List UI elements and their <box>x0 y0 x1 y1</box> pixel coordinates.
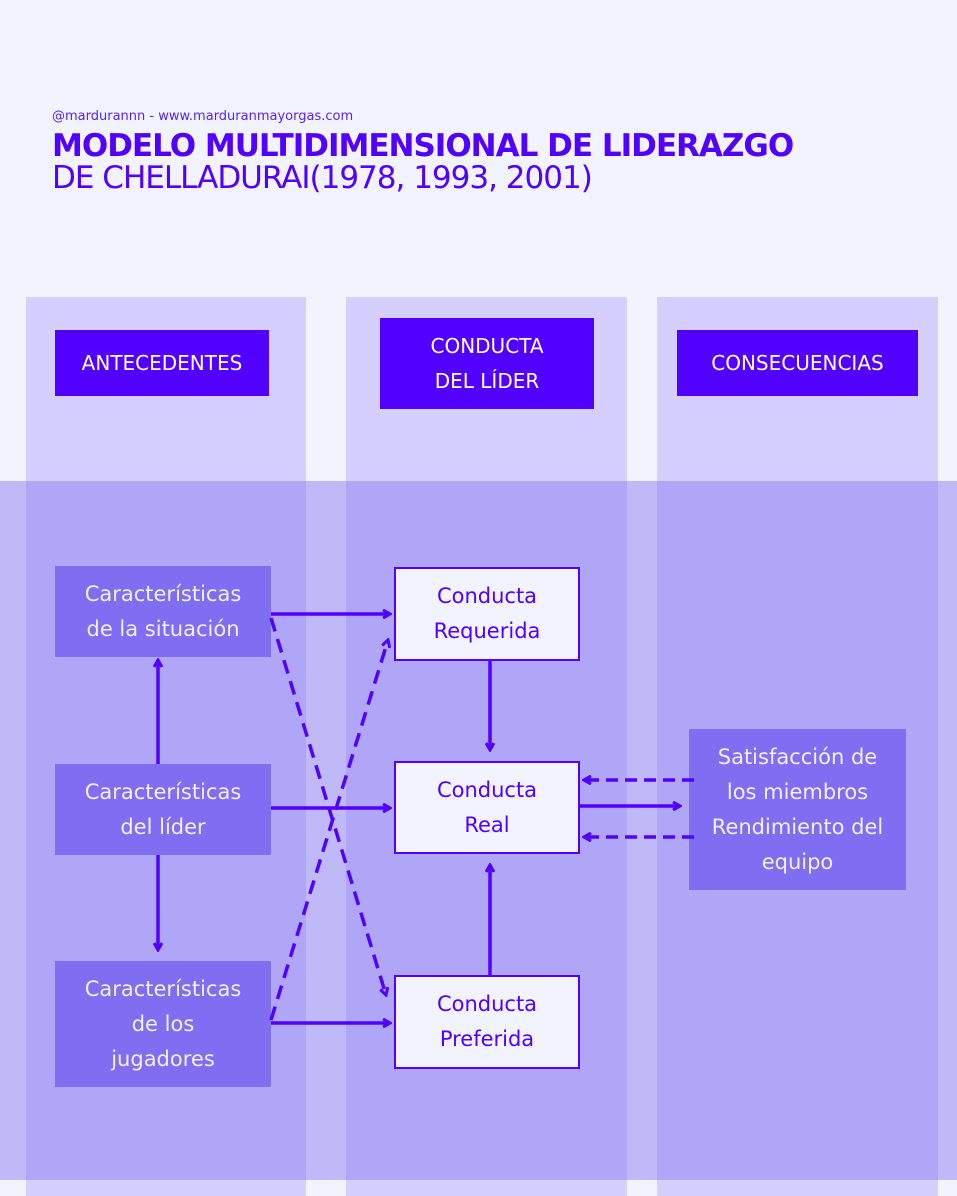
box-line: Satisfacción de <box>717 744 878 769</box>
header-consecuencias: CONSECUENCIAS <box>677 330 918 396</box>
box-line: Características <box>84 976 242 1001</box>
box-line: equipo <box>761 849 834 874</box>
box-situacion: Características de la situación <box>55 566 271 657</box>
header-line: CONDUCTA <box>430 333 544 358</box>
box-line: Real <box>464 812 510 837</box>
header-antecedentes: ANTECEDENTES <box>55 330 269 396</box>
box-line: Rendimiento del <box>711 814 884 839</box>
box-jugadores: Características de los jugadores <box>55 961 271 1087</box>
title-line-2: DE CHELLADURAI(1978, 1993, 2001) <box>52 160 593 196</box>
box-line: jugadores <box>111 1046 215 1071</box>
box-line: Características <box>84 581 242 606</box>
box-line: Características <box>84 779 242 804</box>
arrow-jugadores-requerida <box>269 640 388 1021</box>
box-line: Requerida <box>433 619 541 643</box>
box-line: los miembros <box>726 779 869 804</box>
box-line: Conducta <box>436 584 538 608</box>
box-line: Preferida <box>439 1027 535 1051</box>
box-line: Conducta <box>436 777 538 802</box>
title-line-1: MODELO MULTIDIMENSIONAL DE LIDERAZGO <box>52 128 794 164</box>
box-line: del líder <box>120 814 206 839</box>
author-handle: @mardurannn - www.marduranmayorgas.com <box>52 109 354 124</box>
box-lider: Características del líder <box>55 764 271 855</box>
box-line: Conducta <box>436 992 538 1016</box>
box-line: de los <box>131 1011 195 1036</box>
header-line: DEL LÍDER <box>434 368 540 393</box>
header-conducta-lider: CONDUCTA DEL LÍDER <box>380 318 594 409</box>
box-line: de la situación <box>86 616 240 641</box>
